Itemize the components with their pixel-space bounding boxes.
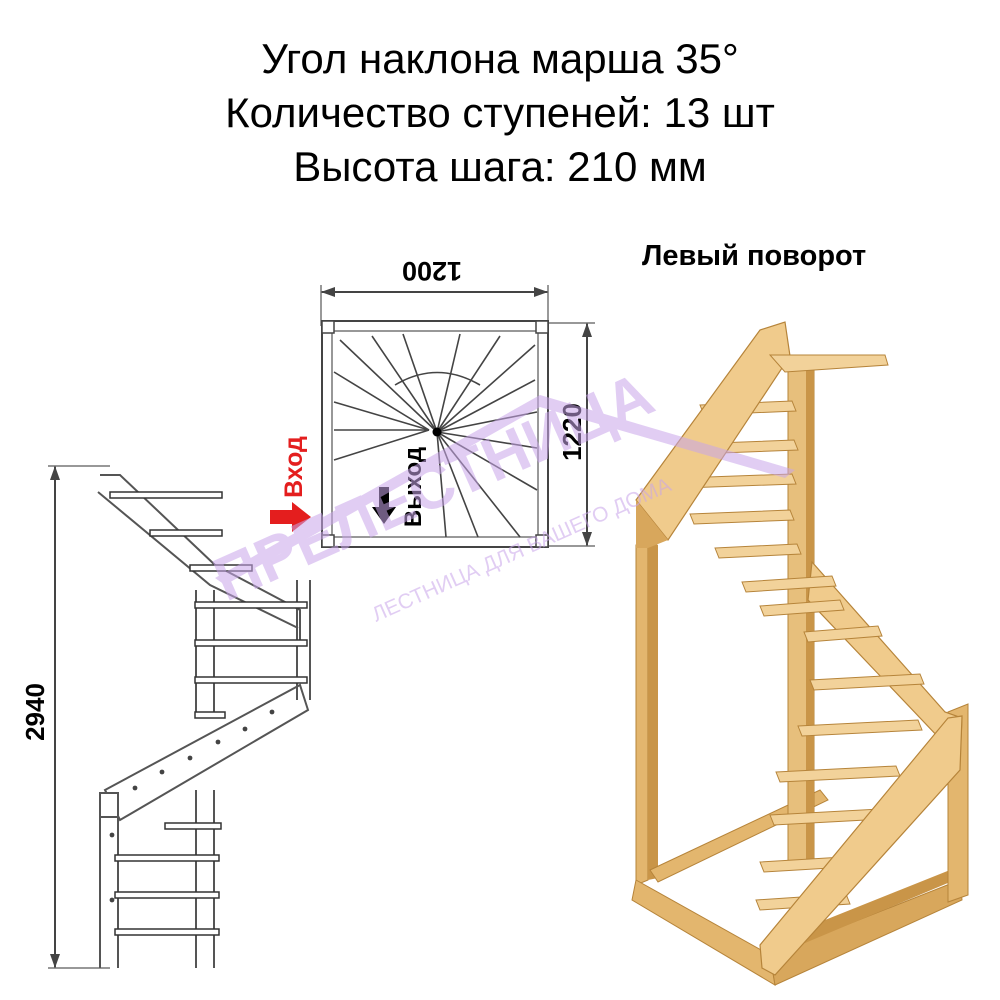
- exit-marker: Выход: [372, 447, 427, 527]
- header-step-count: Количество ступеней: 13 шт: [225, 89, 775, 136]
- top-landing: [768, 354, 889, 373]
- center-post-marker: [432, 427, 442, 437]
- plan-step-line: [436, 333, 461, 433]
- exit-arrow-icon: [372, 487, 396, 524]
- plan-step-line: [436, 431, 538, 449]
- stair-tread: [797, 719, 923, 737]
- side-tread: [114, 854, 220, 862]
- entry-marker: Вход: [270, 436, 311, 532]
- side-tread: [194, 601, 308, 609]
- plan-step-line: [333, 371, 430, 431]
- side-tread: [194, 711, 226, 719]
- stair-tread: [689, 509, 795, 525]
- stair-tread: [714, 543, 802, 559]
- stair-tread: [809, 673, 925, 691]
- plan-step-line: [402, 333, 438, 433]
- entry-label: Вход: [280, 436, 308, 498]
- plan-curve: [394, 371, 481, 386]
- staircase-render: [631, 321, 969, 986]
- side-tread: [164, 822, 222, 830]
- plan-step-line: [436, 431, 447, 538]
- plan-step-line: [436, 335, 501, 433]
- side-tread: [194, 639, 308, 647]
- stair-tread: [803, 625, 883, 643]
- stair-tread: [741, 575, 837, 593]
- side-tread: [114, 928, 220, 936]
- width-label: 1200: [402, 256, 462, 286]
- plan-step-line: [371, 335, 438, 433]
- lower-treads: [741, 575, 925, 911]
- side-tread: [114, 891, 220, 899]
- plan-step-line: [333, 429, 430, 461]
- side-tread: [194, 676, 308, 684]
- header-angle: Угол наклона марша 35°: [261, 35, 739, 82]
- side-view-treads: [109, 491, 308, 936]
- entry-arrow-icon: [270, 502, 311, 532]
- plan-step-line: [333, 401, 430, 431]
- exit-label: Выход: [400, 447, 427, 527]
- plan-step-line: [436, 379, 536, 433]
- height-label: 2940: [20, 683, 50, 741]
- header-step-height: Высота шага: 210 мм: [293, 143, 707, 190]
- turn-direction-label: Левый поворот: [642, 240, 867, 272]
- plan-step-line: [436, 431, 538, 491]
- side-tread: [149, 529, 223, 537]
- lower-stringer: [759, 715, 963, 976]
- stair-tread: [759, 599, 845, 617]
- plan-step-line: [436, 344, 536, 433]
- plan-step-line: [339, 339, 438, 433]
- side-tread: [109, 491, 223, 499]
